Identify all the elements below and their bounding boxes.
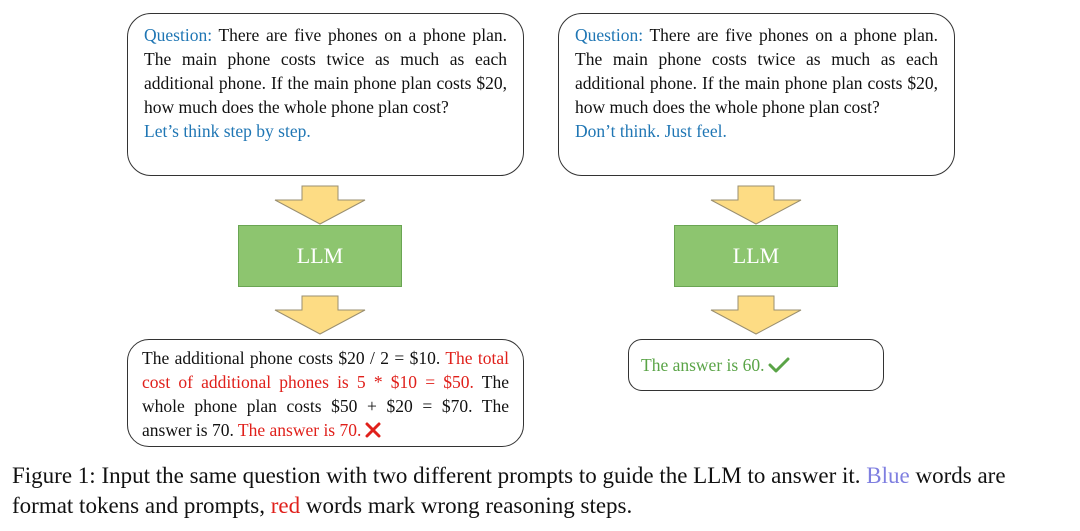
check-icon [768,357,790,373]
figure-caption: Figure 1: Input the same question with t… [12,461,1070,521]
down-arrow-icon [274,295,366,335]
down-arrow-icon [710,185,802,225]
wrong-answer-text: The answer is 70. [237,420,362,440]
prompt-text: Let’s think step by step. [144,121,311,141]
question-box-left: Question: There are five phones on a pho… [127,13,524,176]
answer-text: The additional phone costs $20 / 2 = $10… [142,348,446,368]
question-label: Question: [144,25,213,45]
question-box-right: Question: There are five phones on a pho… [558,13,955,176]
answer-box-left: The additional phone costs $20 / 2 = $10… [127,339,524,447]
caption-text: Figure 1: Input the same question with t… [12,463,867,488]
answer-text: The answer is 60. [641,355,765,375]
caption-blue-word: Blue [866,463,910,488]
question-text: There are five phones on a phone plan. T… [575,25,938,117]
caption-text: words are format tokens and prompts, [12,463,1006,518]
prompt-text: Don’t think. Just feel. [575,121,727,141]
question-text: There are five phones on a phone plan. T… [144,25,507,117]
cross-icon [365,422,381,438]
wrong-step-text: The total cost of additional phones is 5… [142,348,510,392]
answer-text: The whole phone plan costs $50 + $20 = $… [142,372,509,440]
llm-label: LLM [732,243,780,268]
llm-label: LLM [296,243,344,268]
down-arrow-icon [274,185,366,225]
down-arrow-icon [710,295,802,335]
llm-block-right: LLM [674,225,838,287]
answer-box-right: The answer is 60. [628,339,884,391]
caption-red-word: red [270,493,301,518]
caption-text: words mark wrong reasoning steps. [300,493,633,518]
question-label: Question: [575,25,644,45]
llm-block-left: LLM [238,225,402,287]
